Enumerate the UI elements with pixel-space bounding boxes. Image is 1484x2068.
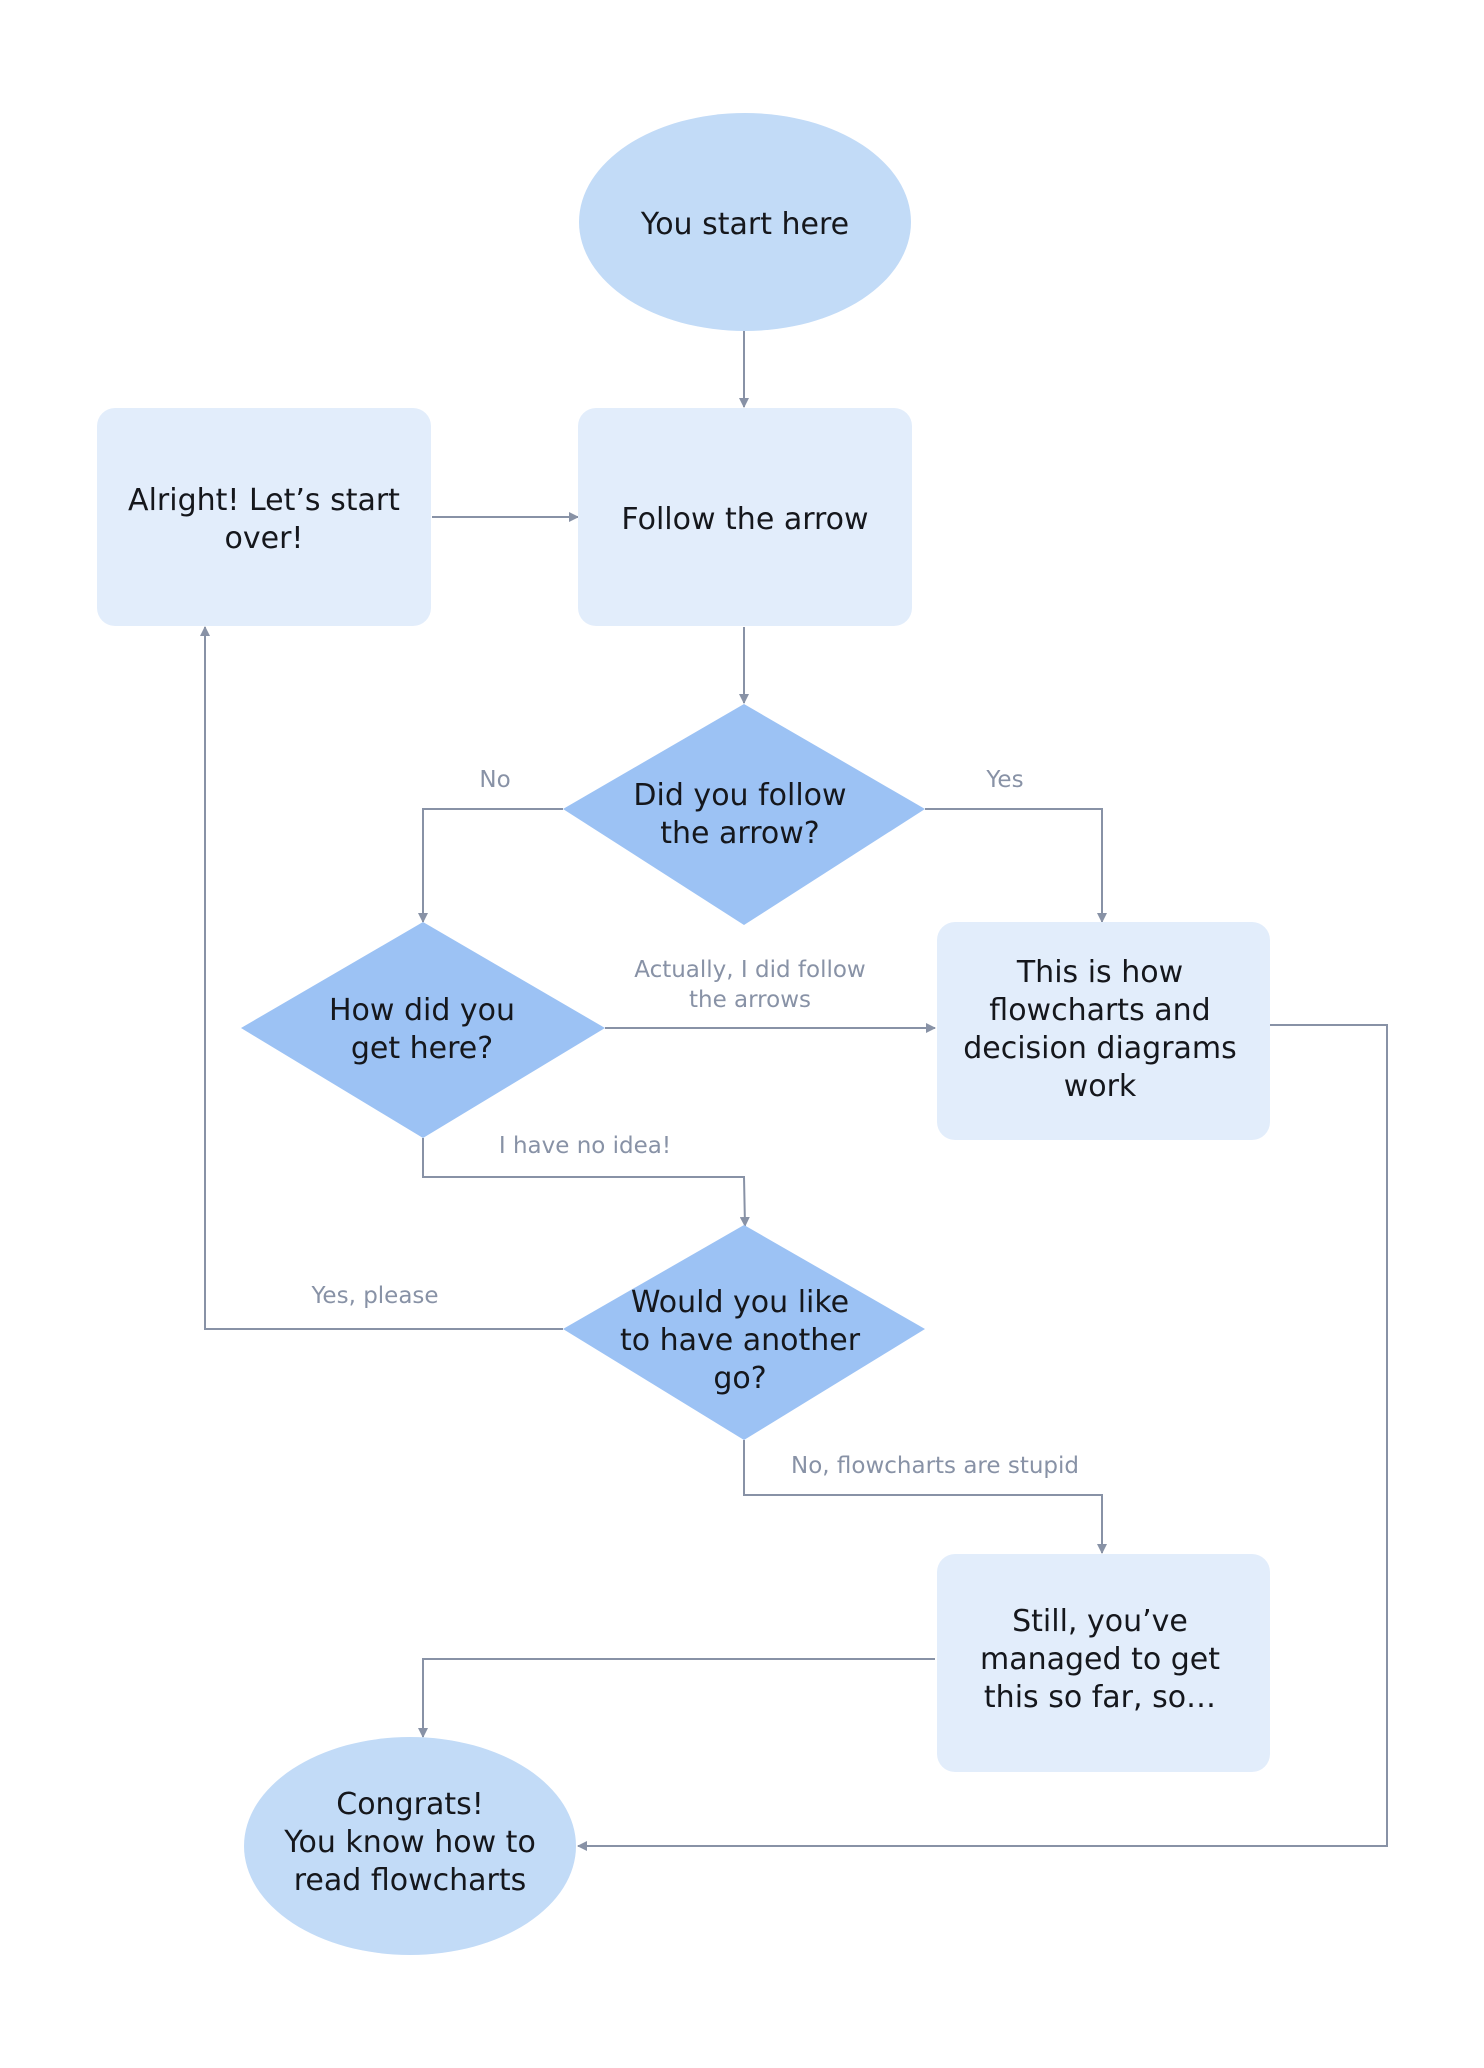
start-label: You start here [640, 207, 850, 242]
connector-another-go-no [743, 1440, 1107, 1554]
did-follow-decision [563, 704, 925, 925]
how-here-decision [241, 922, 605, 1138]
connector-did-follow-yes [925, 808, 1107, 923]
another-go-label: Would you like to have another go? [619, 1285, 861, 1396]
connector-how-here-no-idea [422, 1138, 750, 1227]
how-here-label: How did you get here? [328, 993, 516, 1066]
edge-label-yes-please: Yes, please [311, 1283, 439, 1309]
connector-did-follow-no [418, 808, 563, 923]
congrats-terminal [244, 1737, 576, 1955]
connector-this-is-how-to-congrats [577, 1024, 1388, 1851]
still-process-box [937, 1554, 1270, 1772]
connector-still-to-congrats [418, 1658, 935, 1738]
start-terminal [579, 113, 911, 331]
follow-label: Follow the arrow [621, 502, 869, 537]
did-follow-label: Did you follow the arrow? [633, 778, 847, 851]
another-go-decision [563, 1225, 925, 1440]
restart-process-box [97, 408, 431, 626]
congrats-label: Congrats! You know how to read flowchart… [284, 1787, 536, 1898]
still-label: Still, you’ve managed to get this so far… [980, 1604, 1220, 1715]
connector-another-go-yes [200, 626, 563, 1330]
restart-label: Alright! Let’s start over! [128, 483, 400, 556]
edge-label-stupid: No, flowcharts are stupid [790, 1453, 1080, 1479]
this-is-how-label: This is how flowcharts and decision diag… [963, 955, 1237, 1104]
edge-label-no: No [479, 767, 511, 793]
edge-label-actually: Actually, I did follow the arrows [634, 957, 866, 1013]
edge-label-no-idea: I have no idea! [498, 1133, 672, 1159]
this-is-how-process-box [937, 922, 1270, 1140]
edge-label-yes: Yes [986, 767, 1024, 793]
follow-process-box [578, 408, 912, 626]
